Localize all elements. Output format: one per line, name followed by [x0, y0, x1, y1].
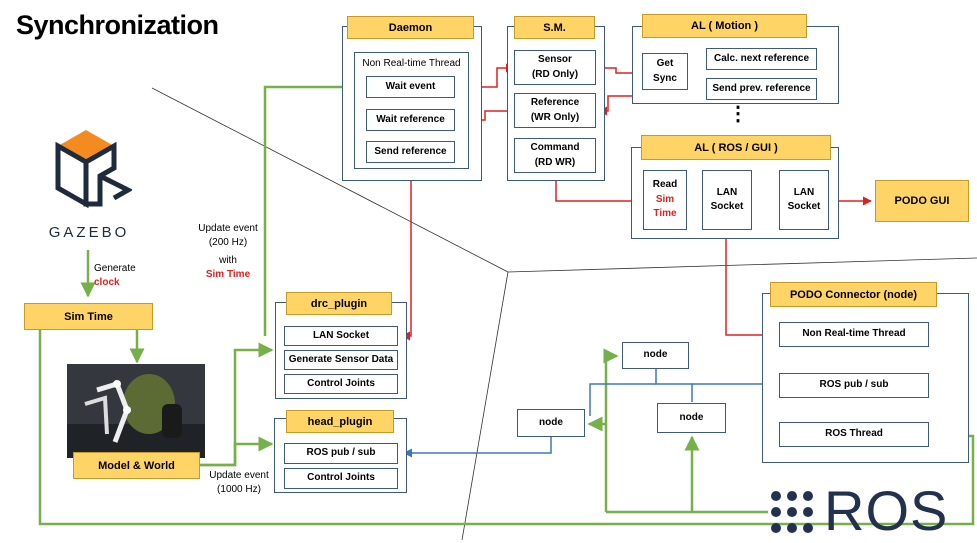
node-top-box: node	[622, 342, 689, 369]
connector-ros-thread-box: ROS Thread	[779, 422, 929, 447]
gazebo-logo-text: GAZEBO	[48, 224, 130, 241]
sim-time-highlight: Sim Time	[205, 269, 251, 280]
head-control-joints-box: Control Joints	[284, 468, 398, 489]
connector-ros-pub-sub-box: ROS pub / sub	[779, 373, 929, 398]
ellipsis-icon: ⋮	[728, 103, 748, 125]
node-top-to-node-mid-line	[655, 368, 693, 402]
command-to-read-sim-time-arrow	[555, 177, 641, 206]
lan-socket-to-connector-arrow	[725, 230, 774, 340]
generate-sensor-data-box: Generate Sensor Data	[284, 350, 398, 370]
podo-connector-title: PODO Connector (node)	[770, 282, 937, 307]
model-world-box: Model & World	[73, 452, 200, 479]
robot-model-icon	[67, 364, 205, 458]
node-top-to-node-left-line	[589, 383, 656, 416]
node-mid-box: node	[657, 403, 726, 433]
update-event-200-label: Update event (200 Hz) with Sim Time	[180, 222, 276, 282]
sensor-to-get-sync-arrow	[596, 67, 641, 78]
daemon-title: Daemon	[347, 16, 474, 39]
divider-line-right	[507, 257, 977, 273]
head-plugin-title: head_plugin	[286, 410, 394, 433]
drc-lan-socket-box: LAN Socket	[284, 326, 398, 346]
calc-next-reference-box: Calc. next reference	[706, 48, 817, 70]
head-ros-pub-sub-box: ROS pub / sub	[284, 443, 398, 464]
send-prev-reference-box: Send prev. reference	[706, 78, 817, 100]
drc-plugin-title: drc_plugin	[286, 292, 392, 315]
sim-time-box: Sim Time	[24, 303, 153, 330]
lan-socket-to-wait-event-arrow	[263, 79, 368, 336]
gazebo-cube-icon	[55, 130, 134, 209]
drc-control-joints-box: Control Joints	[284, 374, 398, 394]
connector-thread-box: Non Real-time Thread	[779, 322, 929, 347]
generate-clock-label: Generate clock	[94, 263, 136, 288]
send-reference-box: Send reference	[366, 141, 455, 163]
clock-highlight: clock	[94, 277, 120, 288]
divider-line-top	[151, 87, 509, 273]
node-left-box: node	[517, 409, 585, 437]
al-motion-title: AL ( Motion )	[642, 14, 807, 38]
divider-line-bottom	[461, 271, 509, 540]
sm-reference-box: Reference (WR Only)	[514, 93, 596, 128]
page-title: Synchronization	[16, 10, 219, 40]
ros-logo-text: ROS	[824, 479, 949, 542]
sm-title: S.M.	[514, 16, 595, 39]
divider-lines	[151, 87, 977, 540]
wait-event-box: Wait event	[366, 76, 455, 98]
update-event-1000-label: Update event (1000 Hz)	[209, 470, 269, 495]
sm-sensor-box: Sensor (RD Only)	[514, 50, 596, 85]
model-world-image	[67, 364, 205, 458]
gazebo-logo	[48, 128, 134, 220]
node-left-to-head-pubsub-arrow	[403, 437, 552, 458]
al-ros-gui-title: AL ( ROS / GUI )	[641, 135, 831, 160]
ros-dots-icon	[771, 491, 813, 533]
read-sim-time-highlight: Sim Time	[653, 193, 677, 220]
ros-logo: ROS	[766, 479, 966, 542]
ros-to-node-top-arrow	[603, 348, 619, 512]
lan-socket-box-2: LAN Socket	[779, 170, 829, 230]
sm-command-box: Command (RD WR)	[514, 138, 596, 173]
get-sync-box: Get Sync	[642, 53, 688, 90]
model-to-head-plugin-arrow	[200, 436, 274, 467]
lan-socket-box-1: LAN Socket	[702, 170, 752, 230]
read-sim-time-box: Read Sim Time	[643, 170, 687, 230]
podo-gui-box: PODO GUI	[875, 180, 969, 222]
wait-reference-box: Wait reference	[366, 109, 455, 131]
